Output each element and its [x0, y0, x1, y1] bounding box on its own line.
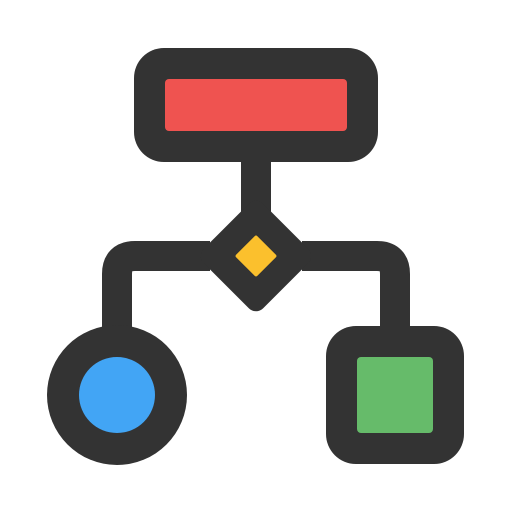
decision-diamond	[200, 200, 312, 312]
result-square-fill	[357, 357, 433, 433]
connector-right	[302, 241, 410, 335]
process-box	[134, 48, 378, 162]
process-box-fill	[165, 79, 347, 131]
decision-diamond-fill	[235, 235, 277, 277]
connector-left	[102, 241, 210, 335]
result-square	[326, 326, 464, 464]
terminal-circle	[47, 325, 187, 465]
terminal-circle-fill	[79, 357, 155, 433]
